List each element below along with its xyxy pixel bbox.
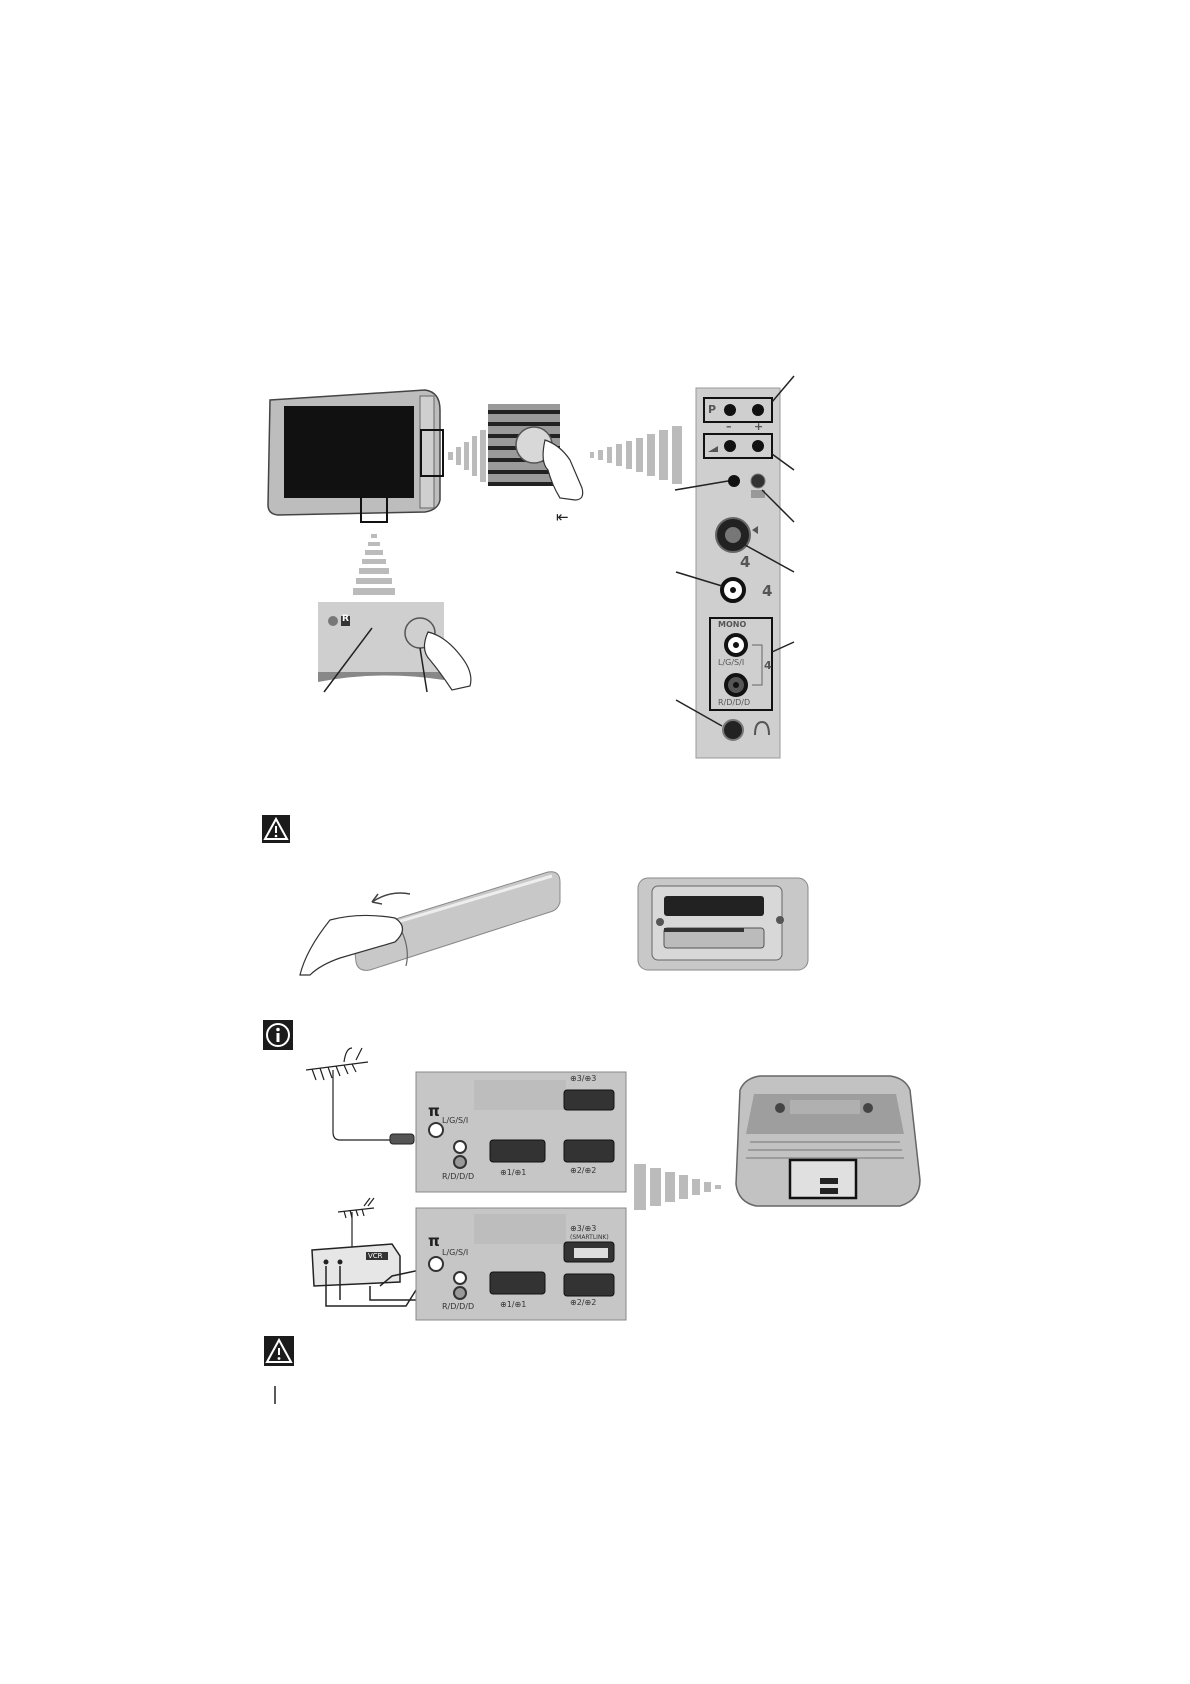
hand-remote bbox=[299, 914, 404, 976]
remote-illustration bbox=[299, 871, 561, 976]
av4-audio-label: 4 bbox=[764, 659, 772, 672]
antenna-plug-1 bbox=[389, 1133, 415, 1145]
warning-icon bbox=[264, 1336, 294, 1366]
hand-front bbox=[423, 631, 472, 691]
mono-label: MONO bbox=[718, 620, 747, 629]
side-connector-panel bbox=[674, 375, 795, 759]
av4-s-label: 4 bbox=[740, 553, 751, 571]
tv-front-view bbox=[267, 389, 444, 523]
rear1-scart2: ⊕2/⊕2 bbox=[570, 1166, 597, 1175]
rear2-scart1: ⊕1/⊕1 bbox=[500, 1300, 527, 1309]
antenna-1 bbox=[305, 1047, 392, 1141]
prog-plus-label: + bbox=[754, 420, 764, 433]
rear2-audio-l: L/G/S/I bbox=[442, 1248, 469, 1257]
audio-r-label: R/D/D/D bbox=[718, 698, 751, 707]
standby-label: R bbox=[342, 614, 349, 624]
rear1-audio-l: L/G/S/I bbox=[442, 1116, 469, 1125]
front-button-callout bbox=[360, 493, 388, 523]
zoom-beam-side bbox=[448, 430, 486, 482]
rear2-scart2: ⊕2/⊕2 bbox=[570, 1298, 597, 1307]
warning-icon bbox=[262, 815, 290, 843]
audio-l-label: L/G/S/I bbox=[718, 658, 745, 667]
vcr-label: VCR bbox=[368, 1252, 383, 1260]
tv-rear-view bbox=[735, 1075, 921, 1207]
front-control-closeup bbox=[318, 602, 472, 693]
rear1-scart1: ⊕1/⊕1 bbox=[500, 1168, 527, 1177]
rear1-audio-r: R/D/D/D bbox=[442, 1172, 475, 1181]
side-panel-callout bbox=[420, 429, 444, 477]
zoom-beam-panel bbox=[590, 426, 682, 484]
antenna-symbol-2: π bbox=[428, 1232, 440, 1250]
hand-side bbox=[542, 439, 584, 501]
zoom-beam-front bbox=[353, 534, 395, 595]
rear1-scart3: ⊕3/⊕3 bbox=[570, 1074, 597, 1083]
mute-symbol: ⇤ bbox=[556, 508, 569, 526]
prog-label: P bbox=[708, 403, 717, 416]
rear-panel-2 bbox=[415, 1207, 627, 1321]
rear2-audio-r: R/D/D/D bbox=[442, 1302, 475, 1311]
zoom-beam-rear bbox=[634, 1164, 721, 1210]
vcr bbox=[311, 1243, 401, 1287]
rear2-scart3-sub: (SMARTLINK) bbox=[570, 1234, 609, 1241]
rear2-scart3: ⊕3/⊕3 bbox=[570, 1224, 597, 1233]
tv-screen bbox=[284, 406, 414, 498]
av4-label: 4 bbox=[762, 582, 773, 600]
info-icon bbox=[263, 1020, 293, 1050]
side-button-closeup bbox=[488, 404, 584, 501]
rear-panel-1 bbox=[415, 1071, 627, 1193]
battery-compartment bbox=[637, 877, 809, 971]
prog-minus-label: – bbox=[726, 420, 732, 433]
antenna-symbol-1: π bbox=[428, 1102, 440, 1120]
antenna-2 bbox=[337, 1197, 375, 1250]
